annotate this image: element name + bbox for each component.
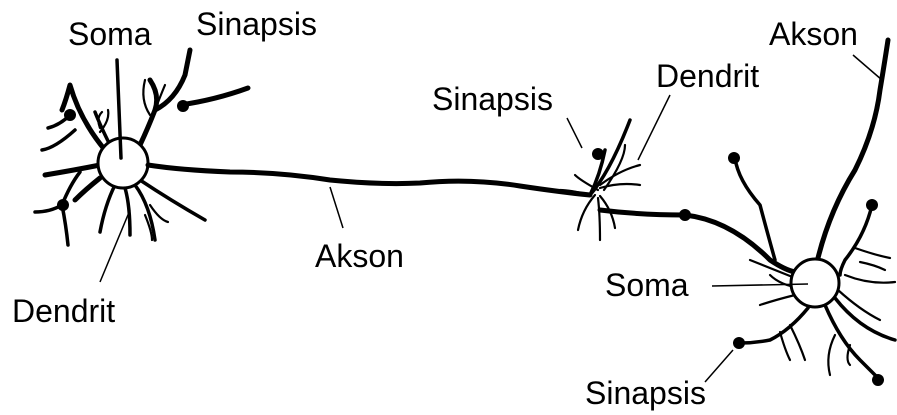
right-synapse-dot-3 [866, 199, 878, 211]
right-synapse-dot-4 [872, 374, 884, 386]
middle-terminal [560, 120, 640, 240]
left-dendrite-leader [100, 210, 130, 282]
middle-axon-line [148, 165, 590, 195]
label-left-synapse: Sinapsis [196, 6, 317, 42]
left-synapse-dot-3 [177, 100, 189, 112]
right-synapse-leader [705, 350, 733, 382]
right-synapse-dot-2 [728, 152, 740, 164]
label-right-soma: Soma [605, 267, 689, 303]
middle-synapse-dot [592, 148, 604, 160]
label-left-soma: Soma [68, 16, 152, 52]
right-axon-leader [853, 55, 882, 80]
left-synapse-dot-1 [64, 109, 76, 121]
middle-synapse-leader [567, 118, 582, 148]
label-middle-dendrite: Dendrit [656, 58, 759, 94]
label-middle-synapse: Sinapsis [432, 81, 553, 117]
middle-dendrite-leader [638, 95, 670, 160]
right-soma-body [791, 259, 839, 307]
left-neuron [35, 50, 248, 245]
left-synapse-dot-2 [57, 199, 69, 211]
label-right-synapse: Sinapsis [585, 375, 706, 411]
right-outgoing-axon [818, 40, 888, 258]
label-right-axon: Akson [769, 16, 858, 52]
label-left-dendrite: Dendrit [12, 293, 115, 329]
middle-axon-leader [330, 187, 343, 228]
left-soma-body [98, 138, 148, 188]
label-middle-axon: Akson [315, 238, 404, 274]
right-synapse-dot-1 [679, 209, 691, 221]
right-incoming-axon [600, 210, 795, 272]
right-synapse-dot-5 [733, 337, 745, 349]
